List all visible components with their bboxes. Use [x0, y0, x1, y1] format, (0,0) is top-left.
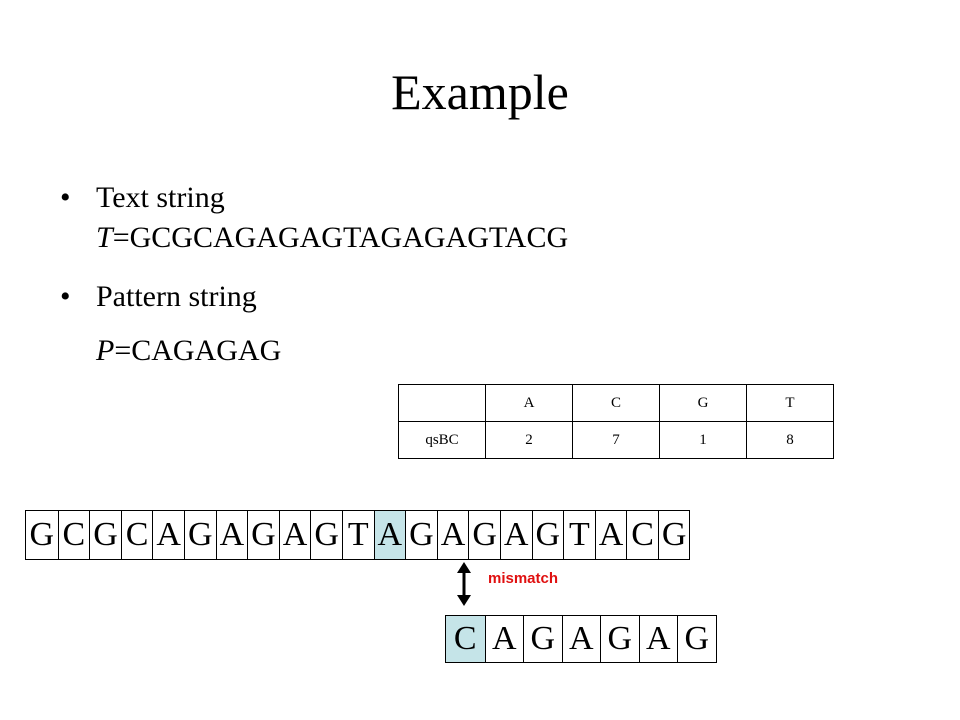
pattern-char-cell: C — [446, 616, 485, 662]
text-char-cell: G — [310, 511, 342, 559]
text-char-cell: A — [499, 511, 532, 559]
text-char-cell: A — [594, 511, 627, 559]
text-char-cell: T — [341, 511, 374, 559]
text-char-cell: G — [531, 511, 564, 559]
text-char-cell: A — [373, 511, 406, 559]
qs-row-label: qsBC — [398, 421, 486, 459]
pattern-string-value: P=CAGAGAG — [96, 334, 282, 367]
qs-bc-table: A C G T qsBC 2 7 1 8 — [398, 384, 834, 459]
qs-corner-cell — [398, 384, 486, 422]
text-char-cell: A — [152, 511, 184, 559]
slide-title: Example — [391, 64, 569, 120]
pattern-char-cell: A — [561, 616, 601, 662]
text-string-value: T=GCGCAGAGAGTAGAGAGTACG — [96, 221, 569, 254]
text-char-cell: G — [405, 511, 437, 559]
bullet-text-string: Text string T=GCGCAGAGAGTAGAGAGTACG — [60, 178, 568, 258]
qs-value-row: qsBC 2 7 1 8 — [398, 421, 834, 459]
text-char-cell: C — [626, 511, 658, 559]
bullet-label: Pattern string — [96, 280, 257, 313]
pattern-char-cell: A — [638, 616, 678, 662]
pattern-char-cell: G — [600, 616, 639, 662]
qs-value-cell: 8 — [746, 421, 834, 459]
text-char-cell: T — [563, 511, 595, 559]
mismatch-label: mismatch — [488, 570, 559, 587]
pattern-char-cell: G — [523, 616, 562, 662]
text-char-cell: C — [57, 511, 90, 559]
qs-value-cell: 1 — [659, 421, 747, 459]
text-char-cell: A — [215, 511, 248, 559]
qs-value-cell: 2 — [485, 421, 573, 459]
qs-header-row: A C G T — [398, 384, 834, 422]
text-char-cell: G — [183, 511, 216, 559]
text-char-cell: G — [468, 511, 500, 559]
pattern-char-cell: G — [677, 616, 716, 662]
qs-header-cell: T — [746, 384, 834, 422]
text-char-cell: G — [29, 516, 55, 553]
qs-header-cell: A — [485, 384, 573, 422]
qs-value-cell: 7 — [572, 421, 660, 459]
bullet-pattern-string: Pattern string P=CAGAGAG — [60, 277, 568, 371]
bullet-label: Text string — [96, 181, 225, 214]
text-char-cell: G — [247, 511, 279, 559]
text-char-cell: G — [657, 511, 690, 559]
double-arrow-icon — [457, 562, 471, 606]
text-char-cell: C — [120, 511, 153, 559]
text-char-cell: G — [89, 511, 121, 559]
text-char-cell: A — [436, 511, 469, 559]
text-char-cell: A — [278, 511, 311, 559]
bullet-list: Text string T=GCGCAGAGAGTAGAGAGTACG Patt… — [60, 178, 568, 371]
qs-header-cell: G — [659, 384, 747, 422]
pattern-char-cell: A — [484, 616, 524, 662]
qs-header-cell: C — [572, 384, 660, 422]
